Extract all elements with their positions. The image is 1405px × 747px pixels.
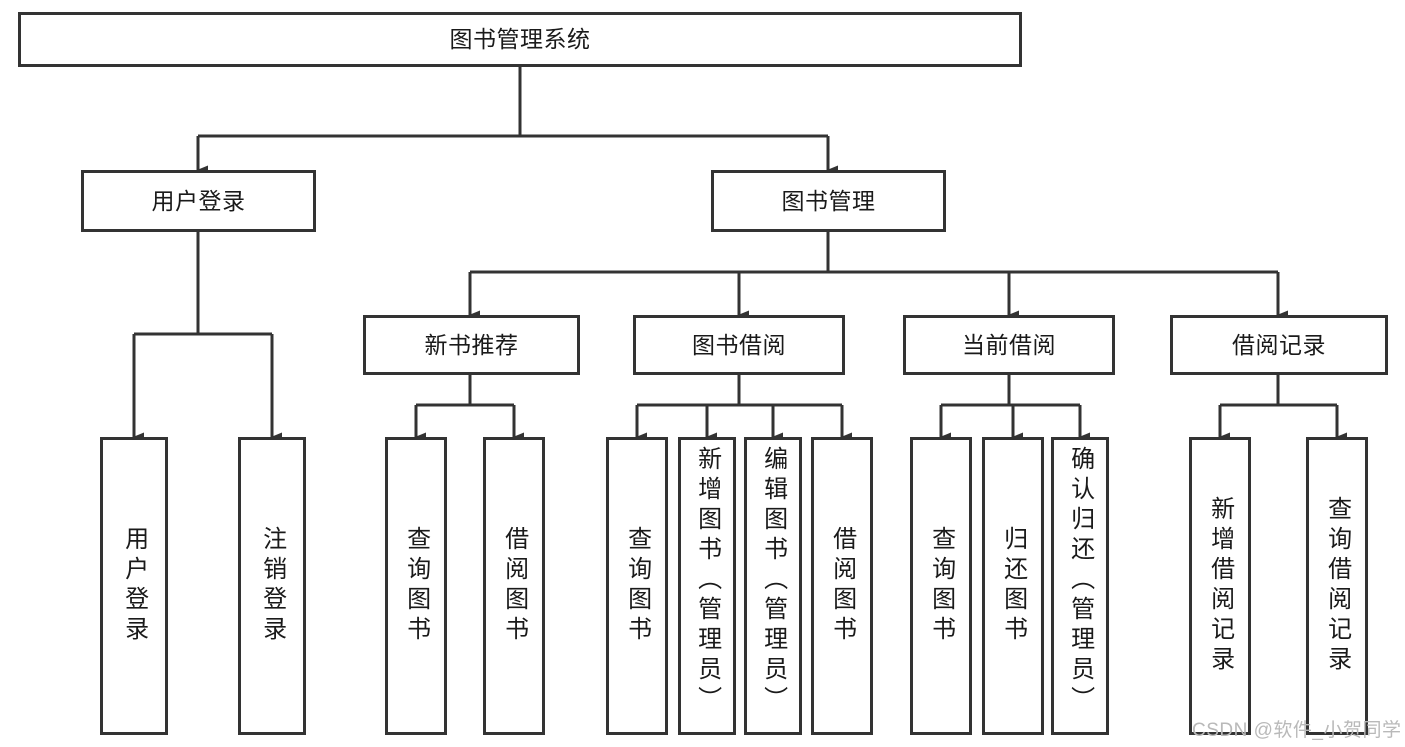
node-root-label: 图书管理系统 [449,26,591,53]
node-leaf-query-book-current[interactable]: 查询图书 [910,437,972,735]
node-borrow-record-label: 借阅记录 [1232,331,1326,358]
node-current-borrow[interactable]: 当前借阅 [903,315,1115,375]
node-leaf-query-book-borrow-label: 查询图书 [623,526,651,646]
node-leaf-borrow-book-recommend[interactable]: 借阅图书 [483,437,545,735]
node-leaf-return-book[interactable]: 归还图书 [982,437,1044,735]
node-leaf-edit-book-admin[interactable]: 编辑图书（管理员） [744,437,802,735]
node-leaf-query-borrow-record-label: 查询借阅记录 [1323,496,1351,676]
node-leaf-borrow-book[interactable]: 借阅图书 [811,437,873,735]
node-leaf-edit-book-admin-label: 编辑图书（管理员） [759,446,787,716]
node-book-management-label: 图书管理 [781,187,876,214]
node-leaf-return-book-label: 归还图书 [999,526,1027,646]
node-leaf-confirm-return-admin-label: 确认归还（管理员） [1066,446,1094,716]
node-book-borrow[interactable]: 图书借阅 [633,315,845,375]
node-leaf-add-borrow-record-label: 新增借阅记录 [1206,496,1234,676]
node-user-login[interactable]: 用户登录 [81,170,316,232]
node-leaf-query-book-recommend[interactable]: 查询图书 [385,437,447,735]
node-leaf-add-borrow-record[interactable]: 新增借阅记录 [1189,437,1251,735]
node-leaf-query-book-current-label: 查询图书 [927,526,955,646]
node-current-borrow-label: 当前借阅 [962,331,1056,358]
node-new-book-recommend[interactable]: 新书推荐 [363,315,580,375]
node-leaf-user-login[interactable]: 用户登录 [100,437,168,735]
connector-lines [132,67,1347,442]
node-leaf-logout-login[interactable]: 注销登录 [238,437,306,735]
node-leaf-user-login-label: 用户登录 [120,526,148,646]
node-leaf-add-book-admin-label: 新增图书（管理员） [693,446,721,716]
node-leaf-add-book-admin[interactable]: 新增图书（管理员） [678,437,736,735]
node-leaf-query-book-borrow[interactable]: 查询图书 [606,437,668,735]
node-book-borrow-label: 图书借阅 [692,331,786,358]
node-new-book-recommend-label: 新书推荐 [424,331,519,358]
node-leaf-query-book-recommend-label: 查询图书 [402,526,430,646]
node-leaf-query-borrow-record[interactable]: 查询借阅记录 [1306,437,1368,735]
node-leaf-borrow-book-label: 借阅图书 [828,526,856,646]
node-book-management[interactable]: 图书管理 [711,170,946,232]
node-borrow-record[interactable]: 借阅记录 [1170,315,1388,375]
node-root-book-management-system[interactable]: 图书管理系统 [18,12,1022,67]
node-leaf-logout-login-label: 注销登录 [258,526,286,646]
node-user-login-label: 用户登录 [151,187,246,214]
node-leaf-confirm-return-admin[interactable]: 确认归还（管理员） [1051,437,1109,735]
node-leaf-borrow-book-recommend-label: 借阅图书 [500,526,528,646]
